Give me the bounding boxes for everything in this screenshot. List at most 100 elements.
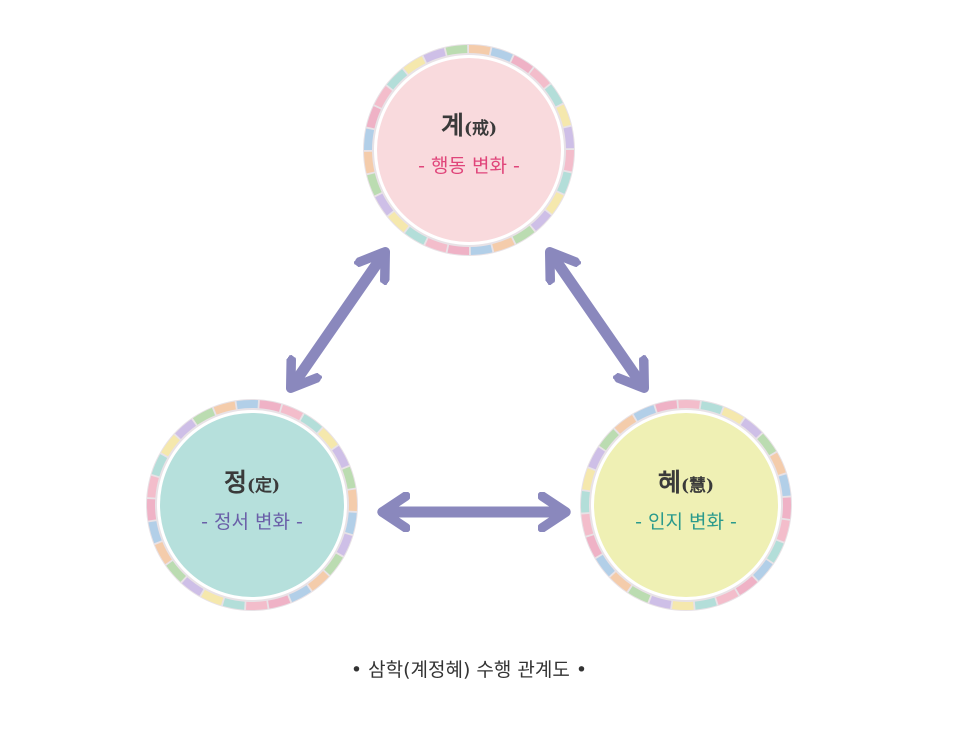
- ring-segment: [512, 225, 535, 244]
- ring-segment: [367, 173, 382, 196]
- ring-segment: [375, 193, 394, 216]
- diagram-caption: • 삼학(계정혜) 수행 관계도 •: [351, 659, 587, 681]
- ring-segment: [386, 69, 408, 90]
- ring-segment: [307, 570, 329, 591]
- ring-segment: [317, 428, 338, 450]
- ring-segment: [544, 84, 563, 107]
- ring-segment: [363, 128, 375, 151]
- ring-segment: [425, 238, 448, 253]
- ring-segment: [245, 600, 268, 610]
- ring-segment: [649, 595, 672, 609]
- ring-segment: [405, 226, 427, 245]
- node-gye: 계(戒) - 행동 변화 -: [363, 44, 575, 256]
- ring-segment: [563, 126, 574, 149]
- ring-segment: [374, 86, 393, 108]
- node-gye-circle: [377, 58, 561, 242]
- ring-segment: [595, 554, 615, 577]
- ring-segment: [672, 601, 694, 610]
- node-hye-title: 혜(慧): [658, 468, 714, 497]
- ring-segment: [148, 521, 162, 544]
- node-gye-title: 계(戒): [441, 111, 497, 140]
- ring-segment: [288, 585, 312, 603]
- ring-segment: [268, 595, 291, 609]
- ring-segment: [147, 475, 159, 498]
- ring-segment: [161, 434, 180, 457]
- ring-segment: [581, 513, 594, 536]
- ring-segment: [610, 572, 632, 592]
- node-hye-subtitle: - 인지 변화 -: [635, 511, 737, 533]
- ring-segment: [721, 407, 744, 425]
- ring-segment: [175, 419, 197, 440]
- ring-segment: [599, 429, 619, 451]
- ring-segment: [628, 585, 651, 603]
- ring-segment: [342, 466, 356, 489]
- ring-segment: [445, 45, 468, 56]
- ring-segment: [364, 151, 375, 174]
- ring-segment: [782, 497, 791, 519]
- arrow-gye-jeong: [293, 255, 383, 385]
- ring-segment: [716, 589, 739, 605]
- node-gye-subtitle: - 행동 변화 -: [418, 155, 520, 177]
- ring-segment: [151, 454, 168, 477]
- ring-segment: [735, 576, 758, 596]
- ring-segment: [447, 244, 470, 256]
- ring-segment: [556, 104, 571, 127]
- ring-segment: [778, 474, 791, 497]
- ring-segment: [388, 211, 409, 233]
- ring-segment: [545, 192, 564, 214]
- node-hye-circle: [594, 413, 778, 597]
- node-jeong: 정(定) - 정서 변화 -: [146, 399, 358, 611]
- ring-segment: [633, 405, 656, 421]
- ring-segment: [181, 577, 204, 596]
- ring-segment: [332, 445, 350, 469]
- ring-segment: [201, 589, 224, 606]
- ring-segment: [324, 553, 343, 576]
- node-jeong-hanja: (定): [247, 475, 280, 496]
- ring-segment: [586, 535, 602, 558]
- ring-segment: [154, 541, 172, 565]
- ring-segment: [511, 55, 533, 74]
- node-jeong-subtitle: - 정서 변화 -: [201, 511, 303, 533]
- ring-segment: [557, 171, 572, 194]
- ring-segment: [563, 149, 575, 172]
- ring-segment: [766, 540, 784, 563]
- ring-segment: [222, 598, 245, 610]
- ring-segment: [492, 237, 515, 252]
- ring-segment: [259, 400, 282, 412]
- ring-segment: [776, 519, 790, 542]
- ring-segment: [678, 400, 700, 409]
- node-jeong-title: 정(定): [224, 468, 280, 497]
- ring-segment: [345, 512, 357, 535]
- ring-segment: [770, 452, 786, 475]
- ring-segment: [280, 404, 303, 421]
- node-hye: 혜(慧) - 인지 변화 -: [580, 399, 792, 611]
- ring-segment: [614, 414, 637, 434]
- ring-segment: [490, 47, 513, 62]
- arrow-gye-hye: [552, 255, 642, 385]
- ring-segment: [740, 418, 762, 438]
- ring-segment: [147, 498, 157, 521]
- ring-segment: [366, 106, 381, 129]
- node-hye-hanja: (慧): [681, 475, 714, 496]
- ring-segment: [192, 407, 216, 425]
- ring-segment: [588, 447, 606, 470]
- ring-segment: [757, 433, 777, 456]
- ring-segment: [213, 401, 236, 415]
- ring-segment: [403, 56, 426, 75]
- ring-segment: [753, 559, 773, 581]
- ring-segment: [166, 560, 187, 582]
- ring-segment: [694, 597, 717, 610]
- ring-segment: [347, 489, 357, 512]
- node-jeong-circle: [160, 413, 344, 597]
- ring-segment: [336, 533, 353, 556]
- ring-segment: [581, 491, 590, 513]
- ring-segment: [582, 468, 596, 491]
- ring-segment: [530, 210, 552, 231]
- ring-segment: [468, 44, 491, 56]
- ring-segment: [300, 414, 323, 433]
- arrows-group: [293, 255, 642, 512]
- ring-segment: [236, 400, 259, 410]
- ring-segment: [655, 400, 678, 413]
- ring-segment: [470, 244, 493, 255]
